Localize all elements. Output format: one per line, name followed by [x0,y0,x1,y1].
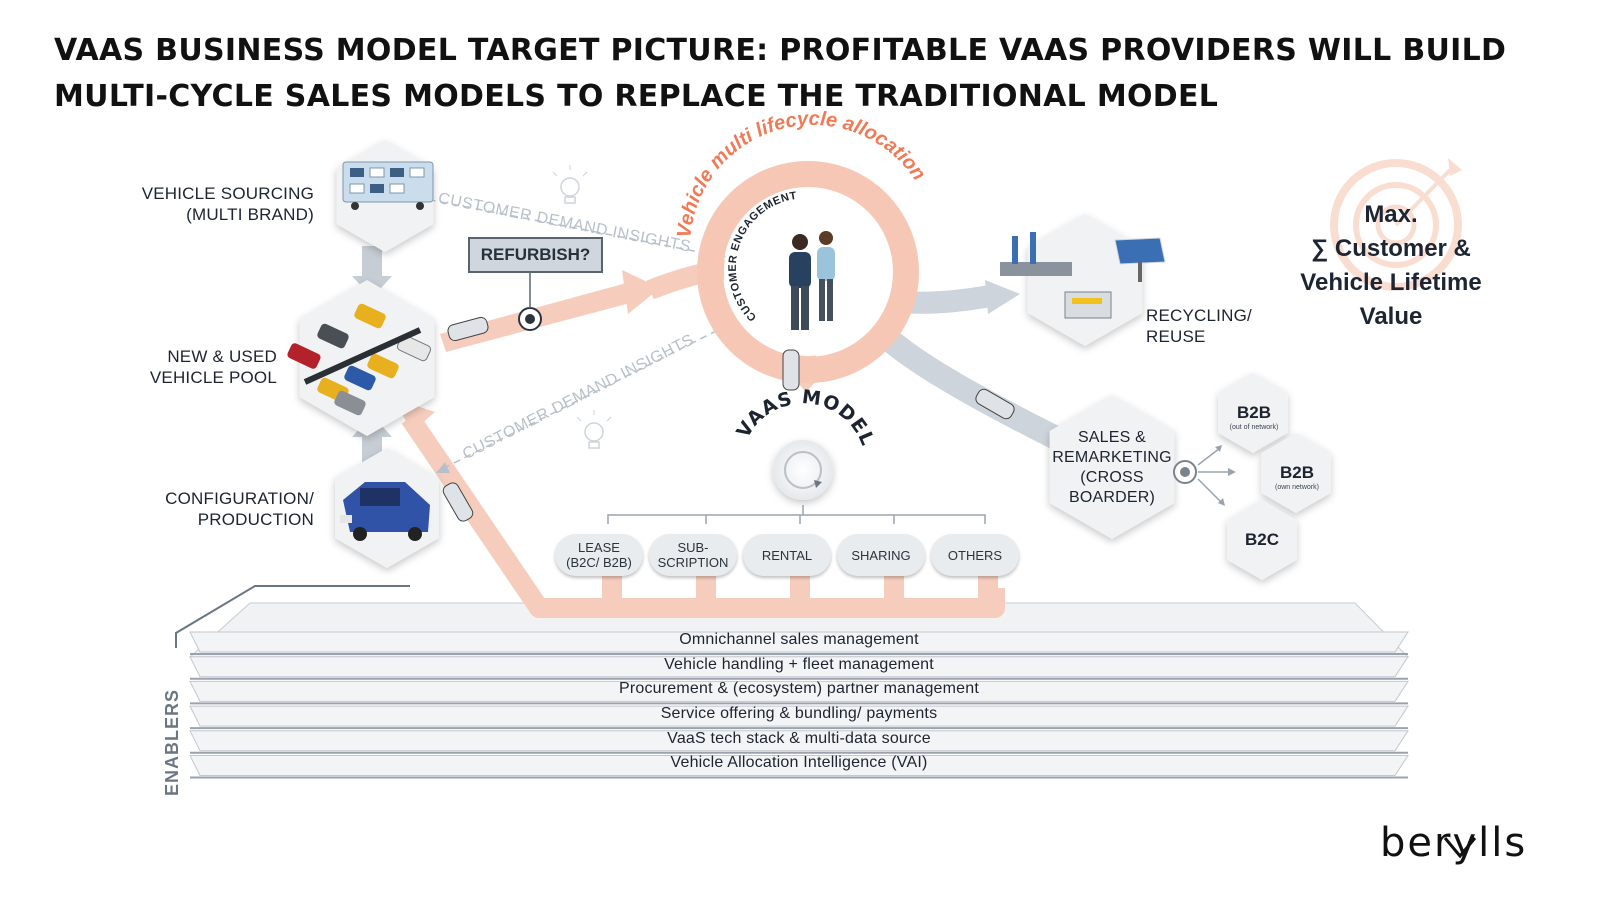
car-icon [442,482,474,522]
recycling-plant-icon [1000,232,1166,319]
enabler-layer [189,680,1409,702]
model-pill-rental-label: RENTAL [761,547,813,563]
page-title: VAAS BUSINESS MODEL TARGET PICTURE: PROF… [54,33,1507,114]
sales-hex [1049,395,1175,539]
enabler-layer [189,656,1409,678]
lightbulb-icon [552,165,588,204]
model-pill-others: OTHERS [931,534,1019,576]
target-icon [1330,158,1462,291]
refurbish-badge: REFURBISH? [468,237,603,273]
cycle-to-sales-arrow [882,330,1066,451]
model-pill-lease-line2: (B2C/ B2B) [566,555,632,570]
model-pill-subscription-line1: SUB- [677,540,709,555]
channel-b2c-hex [1227,500,1297,580]
recycling-label: RECYCLING/ REUSE [1146,305,1286,347]
enabler-layer-label: Vehicle Allocation Intelligence (VAI) [670,754,928,771]
max-value-line2: ∑ Customer & [1311,235,1471,262]
enabler-layer-label: VaaS tech stack & multi-data source [667,730,931,747]
refurbish-node [518,273,542,331]
model-pill-subscription-line2: SCRIPTION [657,555,729,570]
enabler-layer [189,755,1409,776]
pool-label-line1: NEW & USED [167,347,277,366]
sourcing-label-line2: (MULTI BRAND) [186,205,314,224]
max-value-line1: Max. [1364,201,1418,228]
sales-label-line2: REMARKETING [1052,449,1172,466]
model-pill-lease: LEASE(B2C/ B2B) [555,534,643,576]
sales-node [1173,445,1236,506]
car-icon [975,388,1015,420]
channel-b2b-out-sub: (out of network) [1229,424,1279,431]
model-pill-rental: RENTAL [743,534,831,576]
model-pill-subscription: SUB-SCRIPTION [649,534,737,576]
recycling-label-line1: RECYCLING/ [1146,306,1252,325]
enabler-layers [188,602,1410,779]
production-label-line1: CONFIGURATION/ [165,489,314,508]
sales-label-line1: SALES & [1077,429,1147,446]
enabler-layer-label: Vehicle handling + fleet management [664,656,934,673]
enablers-bracket [175,585,410,648]
channel-b2b-own-hex [1261,433,1331,513]
insight-arrow-bottom [436,324,729,473]
model-pill-lease-line1: LEASE [578,540,620,555]
enabler-layer [189,730,1409,752]
enabler-layer-label: Omnichannel sales management [679,631,919,648]
channel-b2c-label: B2C [1244,530,1279,549]
recycling-hex [1027,214,1143,346]
sales-label: SALES & REMARKETING (CROSS BOARDER) [1048,428,1176,508]
sales-label-line4: BOARDER) [1068,489,1156,506]
max-value-text: Max. ∑ Customer & Vehicle Lifetime Value [1282,198,1500,334]
enabler-layer-label: Procurement & (ecosystem) partner manage… [618,680,980,697]
sales-label-line3: (CROSS [1080,469,1144,486]
sourcing-label: VEHICLE SOURCING (MULTI BRAND) [130,183,314,225]
car-icon [447,316,489,342]
model-pill-sharing-label: SHARING [851,547,911,563]
channel-b2b-own-label: B2B [1279,463,1314,482]
pool-label-line2: VEHICLE POOL [149,368,277,387]
models-bracket [607,514,986,524]
channel-b2b-out-hex [1218,373,1288,453]
sourcing-label-line1: VEHICLE SOURCING [141,184,314,203]
production-label: CONFIGURATION/ PRODUCTION [130,488,314,530]
enabler-layer [189,631,1409,653]
enabler-layer [189,705,1409,727]
pool-label: NEW & USED VEHICLE POOL [130,346,277,388]
pool-to-cycle-arrow [440,258,741,352]
berylls-logo-mark [1443,837,1477,859]
car-production-icon [340,482,430,541]
people-icon [789,231,835,330]
car-transporter-icon [342,161,434,210]
channel-b2b-own-sub: (own network) [1275,484,1319,491]
max-value-line4: Value [1359,303,1423,330]
return-loop-arrow [393,398,1005,618]
berylls-logo: berylls [1380,820,1528,866]
max-value-line3: Vehicle Lifetime [1300,269,1482,296]
model-pill-sharing: SHARING [837,534,925,576]
channel-b2b-out-label: B2B [1236,403,1271,422]
lightbulb-icon [576,410,612,449]
car-pool-icon [287,303,432,416]
refresh-icon [773,440,833,500]
model-pill-others-label: OTHERS [947,547,1003,563]
car-icon [782,349,800,391]
recycling-label-line2: REUSE [1146,327,1206,346]
production-label-line2: PRODUCTION [197,510,314,529]
enabler-layer-label: Service offering & bundling/ payments [660,705,938,722]
enablers-label: ENABLERS [162,688,182,796]
